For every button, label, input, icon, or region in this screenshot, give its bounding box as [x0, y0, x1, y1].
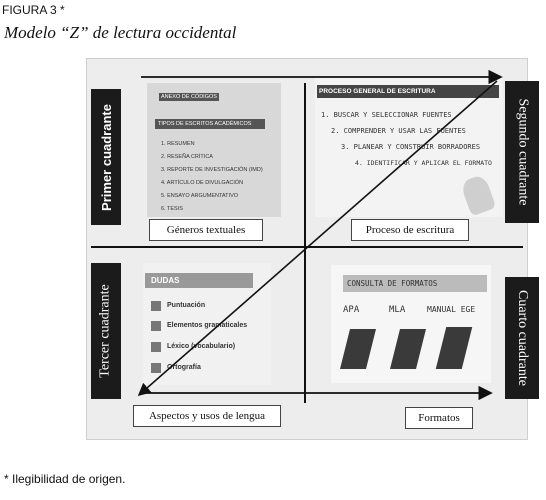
q1-item: 1. RESUMEN: [161, 141, 195, 147]
q3-label: Tercer cuadrante: [91, 263, 121, 399]
q1-item: 3. REPORTE DE INVESTIGACIÓN (IMD): [161, 167, 263, 173]
q3-card-title: DUDAS: [145, 273, 253, 288]
figure-label: FIGURA 3 *: [2, 3, 65, 17]
z-path: [91, 69, 523, 403]
item-icon: [151, 363, 161, 373]
q2-item: 2. COMPRENDER Y USAR LAS FUENTES: [331, 127, 466, 135]
q1-item: 2. RESEÑA CRÍTICA: [161, 154, 213, 160]
q2-card-title: PROCESO GENERAL DE ESCRITURA: [317, 85, 499, 98]
q1-item: 4. ARTÍCULO DE DIVULGACIÓN: [161, 180, 244, 186]
item-icon: [151, 321, 161, 331]
q2-item: 3. PLANEAR Y CONSTRUIR BORRADORES: [341, 143, 481, 151]
q2-caption: Proceso de escritura: [351, 219, 469, 241]
q1-label: Primer cuadrante: [91, 89, 121, 225]
z-reading-diagram: ANEXO DE CÓDIGOS TIPOS DE ESCRITOS ACADÉ…: [86, 58, 539, 440]
q4-item: MANUAL EGE: [427, 305, 476, 314]
q1-caption: Géneros textuales: [149, 219, 263, 241]
q1-item: 6. TESIS: [161, 206, 183, 212]
item-icon: [151, 301, 161, 311]
q4-item: APA: [343, 305, 360, 315]
diagonal-arrow: [137, 80, 498, 397]
q1-card-title: ANEXO DE CÓDIGOS: [159, 93, 219, 101]
q3-caption: Aspectos y usos de lengua: [133, 405, 281, 427]
q3-label-text: Tercer cuadrante: [98, 284, 114, 378]
q1-label-text: Primer cuadrante: [98, 103, 114, 211]
q4-card-title: CONSULTA DE FORMATOS: [343, 275, 487, 292]
q2-label: Segundo cuadrante: [505, 81, 539, 223]
q2-item: 1. BUSCAR Y SELECCIONAR FUENTES: [321, 111, 452, 119]
item-icon: [151, 342, 161, 352]
q4-label-text: Cuarto cuadrante: [515, 289, 531, 387]
q1-card-subtitle: TIPOS DE ESCRITOS ACADÉMICOS: [155, 119, 265, 129]
figure-title: Modelo “Z” de lectura occidental: [4, 23, 237, 42]
q4-label: Cuarto cuadrante: [505, 277, 539, 399]
q4-caption: Formatos: [405, 407, 473, 429]
q4-item: MLA: [389, 305, 406, 315]
q1-item: 5. ENSAYO ARGUMENTATIVO: [161, 193, 239, 199]
q2-card: PROCESO GENERAL DE ESCRITURA 1. BUSCAR Y…: [315, 77, 503, 217]
q3-card: DUDAS Puntuación Elementos gramaticales …: [143, 263, 271, 385]
q4-card: CONSULTA DE FORMATOS APA MLA MANUAL EGE: [331, 265, 491, 383]
q2-label-text: Segundo cuadrante: [515, 98, 531, 206]
q1-card: ANEXO DE CÓDIGOS TIPOS DE ESCRITOS ACADÉ…: [147, 83, 281, 217]
footnote: * Ilegibilidad de origen.: [4, 472, 126, 486]
q3-item: Léxico (vocabulario): [167, 343, 236, 350]
q2-item: 4. IDENTIFICAR Y APLICAR EL FORMATO: [355, 159, 492, 167]
q3-item: Elementos gramaticales: [167, 322, 248, 329]
q3-item: Puntuación: [167, 302, 206, 309]
q3-item: Ortografía: [167, 364, 201, 371]
